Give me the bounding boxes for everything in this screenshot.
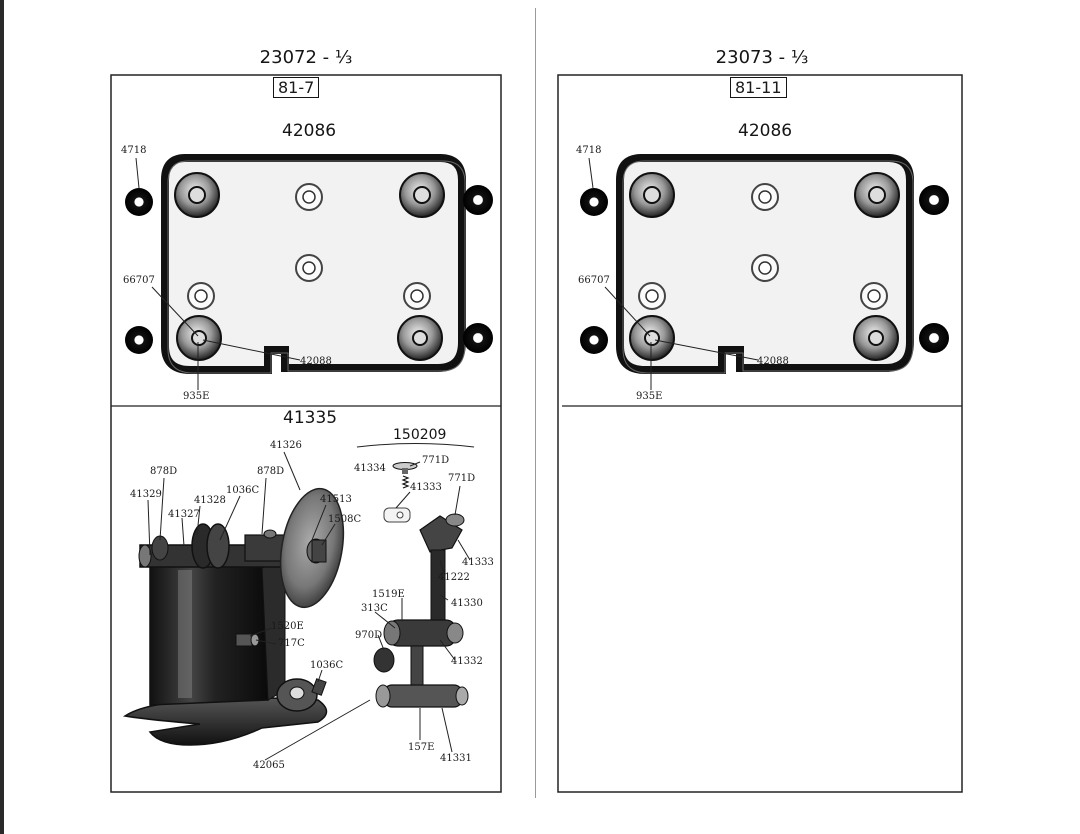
left-screw-label: 66707 (123, 275, 155, 286)
left-gasket-part-number: 42086 (282, 121, 337, 141)
label-41331: 41331 (440, 753, 472, 764)
bracket-assembly (122, 487, 345, 746)
label-42065: 42065 (253, 760, 285, 771)
right-gasket-part-number: 42086 (738, 121, 793, 141)
label-717c: 717C (278, 638, 305, 649)
left-bolt-label: 42088 (300, 356, 332, 367)
left-sheet-code: 23072 - ⅓ (259, 47, 353, 68)
label-41326: 41326 (270, 440, 302, 451)
label-41328: 41328 (194, 495, 226, 506)
assembly-part-number: 41335 (283, 408, 338, 428)
label-313c: 313C (361, 603, 388, 614)
label-41513: 41513 (320, 494, 352, 505)
left-sheet-subcode: 81-7 (273, 77, 320, 98)
label-41327: 41327 (168, 509, 200, 520)
left-gasket-plate (161, 154, 466, 374)
right-screw-label: 66707 (578, 275, 610, 286)
center-fold-line (535, 8, 536, 798)
right-sheet-subcode: 81-11 (730, 77, 787, 98)
left-nut-label: 4718 (121, 145, 147, 156)
label-771d-b: 771D (448, 473, 476, 484)
label-41332: 41332 (451, 656, 483, 667)
label-1508c: 1508C (328, 514, 362, 525)
label-771d-a: 771D (422, 455, 450, 466)
rocker-arm-group (356, 443, 475, 708)
rocker-leaders (374, 461, 471, 753)
right-loose-nuts (580, 185, 949, 354)
group-part-number: 150209 (393, 427, 447, 443)
label-1036c-a: 1036C (226, 485, 260, 496)
label-157e: 157E (408, 742, 435, 753)
label-41330: 41330 (451, 598, 483, 609)
right-nut-label: 4718 (576, 145, 602, 156)
label-878d-b: 878D (257, 466, 285, 477)
left-leaders (135, 157, 301, 390)
label-41333-b: 41333 (462, 557, 494, 568)
label-970d: 970D (355, 630, 383, 641)
right-washer-label: 935E (636, 391, 663, 402)
assembly-leaders (147, 451, 371, 761)
right-gasket-plate (616, 154, 914, 374)
right-sheet-code: 23073 - ⅓ (715, 47, 809, 68)
right-leaders (588, 157, 759, 390)
right-sheet-frame (557, 74, 963, 793)
label-41222: 41222 (438, 572, 470, 583)
left-sheet-frame (110, 74, 502, 793)
label-1519e: 1519E (372, 589, 405, 600)
left-loose-nuts (125, 185, 493, 354)
label-1036c-b: 1036C (310, 660, 344, 671)
label-878d-a: 878D (150, 466, 178, 477)
page-edge-shadow (0, 0, 4, 834)
label-41329: 41329 (130, 489, 162, 500)
right-bolt-label: 42088 (757, 356, 789, 367)
label-41333-a: 41333 (410, 482, 442, 493)
label-1520e: 1520E (271, 621, 304, 632)
label-41334: 41334 (354, 463, 386, 474)
left-washer-label: 935E (183, 391, 210, 402)
